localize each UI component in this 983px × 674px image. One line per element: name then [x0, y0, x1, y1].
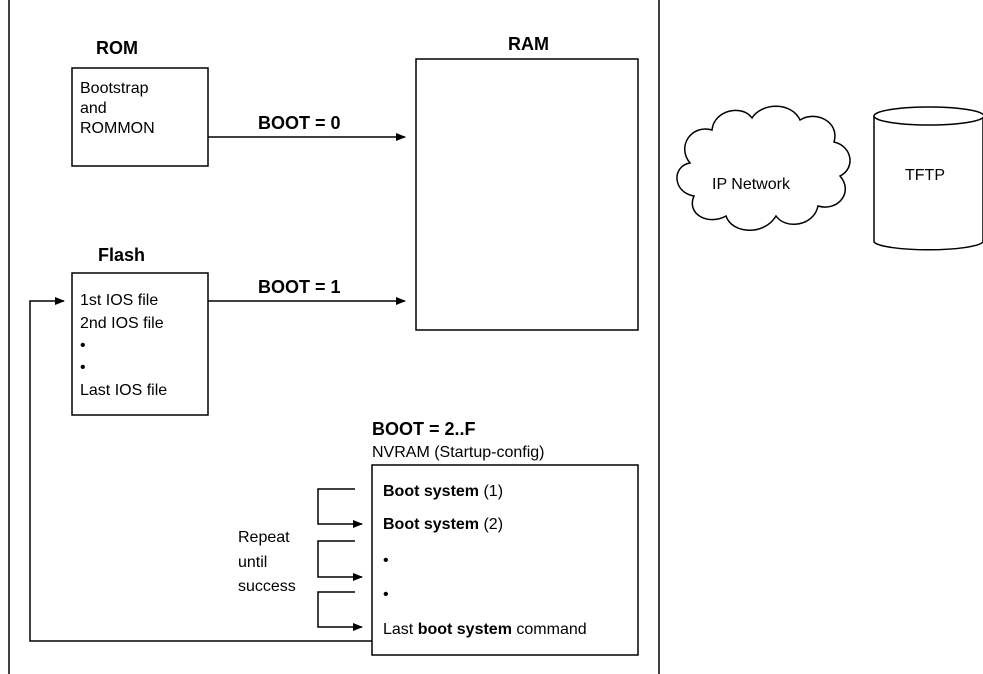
flash-line-2: 2nd IOS file — [80, 315, 164, 332]
boot0-label: BOOT = 0 — [258, 113, 341, 133]
flash-line-1: 1st IOS file — [80, 292, 159, 309]
tftp-label: TFTP — [905, 167, 945, 184]
repeat-label-3: success — [238, 578, 296, 595]
nvram-bullet-2: • — [383, 586, 389, 603]
nvram-entry-last: Last boot system command — [383, 621, 587, 638]
nvram-title: NVRAM (Startup-config) — [372, 444, 545, 461]
rom-line-1: Bootstrap — [80, 80, 149, 97]
tftp-server-top — [873, 106, 983, 126]
repeat-bracket-3 — [317, 591, 363, 631]
nvram-entry-1: Boot system (1) — [383, 483, 504, 500]
rom-line-2: and — [80, 100, 107, 117]
nvram-bullet-1: • — [383, 552, 389, 569]
ram-title: RAM — [508, 34, 549, 54]
boot1-label: BOOT = 1 — [258, 277, 341, 297]
repeat-label-1: Repeat — [238, 529, 290, 546]
repeat-label-2: until — [238, 554, 268, 571]
fallback-loop-arrow — [29, 297, 372, 642]
rom-line-3: ROMMON — [80, 120, 155, 137]
boot2f-label: BOOT = 2..F — [372, 419, 476, 439]
flash-title: Flash — [98, 245, 146, 265]
flash-box — [71, 272, 209, 416]
flash-line-3: • — [80, 337, 86, 354]
rom-title: ROM — [96, 38, 138, 58]
rom-box — [71, 67, 209, 167]
tftp-server-icon — [873, 116, 983, 251]
ip-network-cloud-icon — [676, 105, 851, 231]
nvram-box — [371, 464, 639, 656]
flash-line-4: • — [80, 359, 86, 376]
repeat-bracket-1 — [317, 488, 363, 528]
repeat-bracket-2 — [317, 540, 363, 581]
ip-network-label: IP Network — [712, 176, 790, 193]
ram-box — [415, 58, 639, 331]
flash-line-5: Last IOS file — [80, 382, 168, 399]
nvram-entry-2: Boot system (2) — [383, 516, 504, 533]
